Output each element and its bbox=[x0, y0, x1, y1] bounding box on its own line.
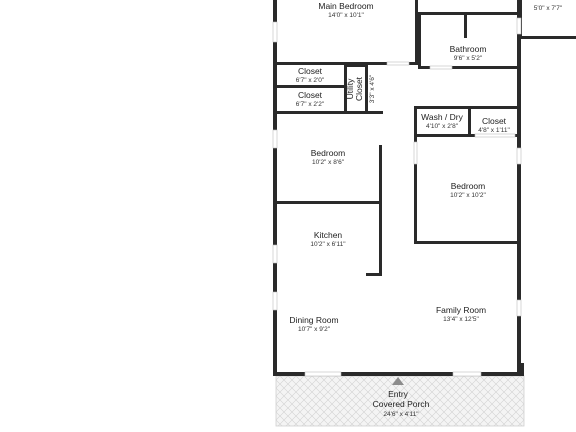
wall-wash-closet-divider bbox=[468, 108, 471, 136]
main-bedroom-name: Main Bedroom bbox=[318, 1, 373, 11]
outer-wall-right bbox=[517, 0, 521, 376]
front-window-right bbox=[452, 371, 482, 377]
walls bbox=[273, 0, 576, 376]
wall-wash-left bbox=[414, 106, 417, 243]
wall-kitchen-stub bbox=[366, 273, 382, 276]
dining-room-dims: 10'7" x 9'2" bbox=[298, 326, 331, 333]
wall-bedroom-right-bottom bbox=[414, 241, 521, 244]
family-room-name: Family Room bbox=[436, 305, 486, 315]
window-right-1 bbox=[516, 17, 522, 35]
wall-utility-top bbox=[344, 64, 368, 67]
wall-utility-right bbox=[365, 64, 368, 114]
kitchen-name: Kitchen bbox=[314, 230, 343, 240]
bedroom-right-dims: 10'2" x 10'2" bbox=[450, 192, 486, 199]
covered-porch-dims: 24'6" x 4'11" bbox=[383, 411, 419, 418]
covered-porch-name: Covered Porch bbox=[373, 399, 430, 409]
main-bedroom-dims: 14'0" x 10'1" bbox=[328, 12, 364, 19]
wall-closet1-bottom bbox=[273, 85, 346, 88]
wash-dry-dims: 4'10" x 2'8" bbox=[426, 123, 459, 130]
wall-porch-right-ext bbox=[519, 363, 524, 376]
utility-closet-name-1: Utility bbox=[345, 78, 355, 100]
windows bbox=[272, 17, 522, 377]
wall-wash-top bbox=[414, 106, 521, 109]
wall-closet2-bottom bbox=[273, 111, 383, 114]
window-right-3 bbox=[516, 299, 522, 317]
front-window-left bbox=[304, 371, 342, 377]
utility-closet-dims: 3'3" x 4'6" bbox=[369, 74, 376, 103]
door-bath bbox=[429, 65, 453, 70]
closet-1-dims: 6'7" x 2'0" bbox=[296, 77, 325, 84]
dining-room-name: Dining Room bbox=[289, 315, 338, 325]
wall-topright-bottom bbox=[519, 36, 576, 39]
bathroom-dims: 9'6" x 5'2" bbox=[454, 55, 483, 62]
wall-wash-bottom bbox=[414, 134, 521, 137]
closet-2-dims: 6'7" x 2'2" bbox=[296, 101, 325, 108]
room-labels: Main Bedroom 14'0" x 10'1" 5'0" x 7'7" B… bbox=[289, 1, 562, 418]
triangle-up-icon bbox=[392, 377, 404, 385]
window-left-1 bbox=[272, 21, 278, 43]
window-left-4 bbox=[272, 291, 278, 311]
door-closet3 bbox=[474, 133, 516, 138]
wall-bath-top bbox=[418, 12, 521, 15]
window-right-2 bbox=[516, 147, 522, 165]
door-main-bedroom bbox=[386, 61, 410, 66]
wall-bedroom-kitchen bbox=[273, 201, 381, 204]
closet-2-name: Closet bbox=[298, 90, 323, 100]
wash-dry-name: Wash / Dry bbox=[421, 112, 463, 122]
top-right-room-dims: 5'0" x 7'7" bbox=[534, 5, 563, 12]
bathroom-name: Bathroom bbox=[450, 44, 487, 54]
bedroom-left-dims: 10'2" x 8'6" bbox=[312, 159, 345, 166]
family-room-dims: 13'4" x 12'5" bbox=[443, 316, 479, 323]
wall-utility-left bbox=[344, 64, 347, 114]
utility-closet-name-2: Closet bbox=[354, 76, 364, 101]
window-left-3 bbox=[272, 244, 278, 264]
wall-bath-divider bbox=[464, 14, 467, 38]
closet-3-dims: 4'8" x 1'11" bbox=[478, 127, 510, 134]
window-left-2 bbox=[272, 129, 278, 149]
wall-bedroom-left-right bbox=[379, 145, 382, 275]
bedroom-left-name: Bedroom bbox=[311, 148, 346, 158]
wall-main-bedroom-right bbox=[415, 0, 418, 65]
closet-3-name: Closet bbox=[482, 116, 507, 126]
bedroom-right-name: Bedroom bbox=[451, 181, 486, 191]
utility-closet-label: Utility Closet 3'3" x 4'6" bbox=[345, 74, 376, 103]
entry-name: Entry bbox=[388, 389, 409, 399]
wall-bath-bottom bbox=[418, 66, 521, 69]
outer-wall-left bbox=[273, 0, 277, 376]
wall-main-bedroom-bottom bbox=[273, 62, 418, 65]
wall-bath-left bbox=[418, 12, 421, 68]
door-wash bbox=[413, 141, 418, 165]
outer-wall-bottom bbox=[273, 372, 521, 376]
kitchen-dims: 10'2" x 6'11" bbox=[310, 241, 346, 248]
closet-1-name: Closet bbox=[298, 66, 323, 76]
